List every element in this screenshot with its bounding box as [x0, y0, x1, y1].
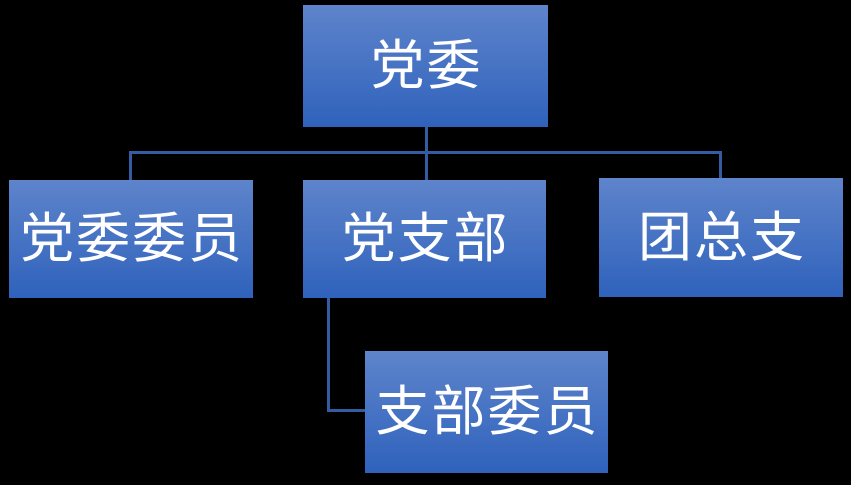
- connector-right-drop: [719, 151, 722, 178]
- node-party-committee-label: 党委: [370, 36, 483, 96]
- node-branch-members[interactable]: 支部委员: [365, 351, 608, 473]
- node-committee-members-label: 党委委员: [20, 209, 244, 269]
- node-branch-members-label: 支部委员: [375, 382, 600, 442]
- node-committee-members[interactable]: 党委委员: [9, 180, 253, 298]
- connector-left-drop: [129, 151, 132, 180]
- node-party-branch[interactable]: 党支部: [303, 180, 546, 298]
- connector-root-drop: [425, 127, 428, 154]
- connector-sub-elbow-horizontal: [327, 409, 365, 412]
- connector-middle-drop: [425, 151, 428, 180]
- node-party-branch-label: 党支部: [341, 209, 510, 269]
- connector-sub-elbow-vertical: [327, 298, 330, 412]
- node-party-committee[interactable]: 党委: [303, 5, 548, 127]
- node-league-general-branch[interactable]: 团总支: [599, 178, 843, 297]
- node-league-general-branch-label: 团总支: [638, 207, 806, 268]
